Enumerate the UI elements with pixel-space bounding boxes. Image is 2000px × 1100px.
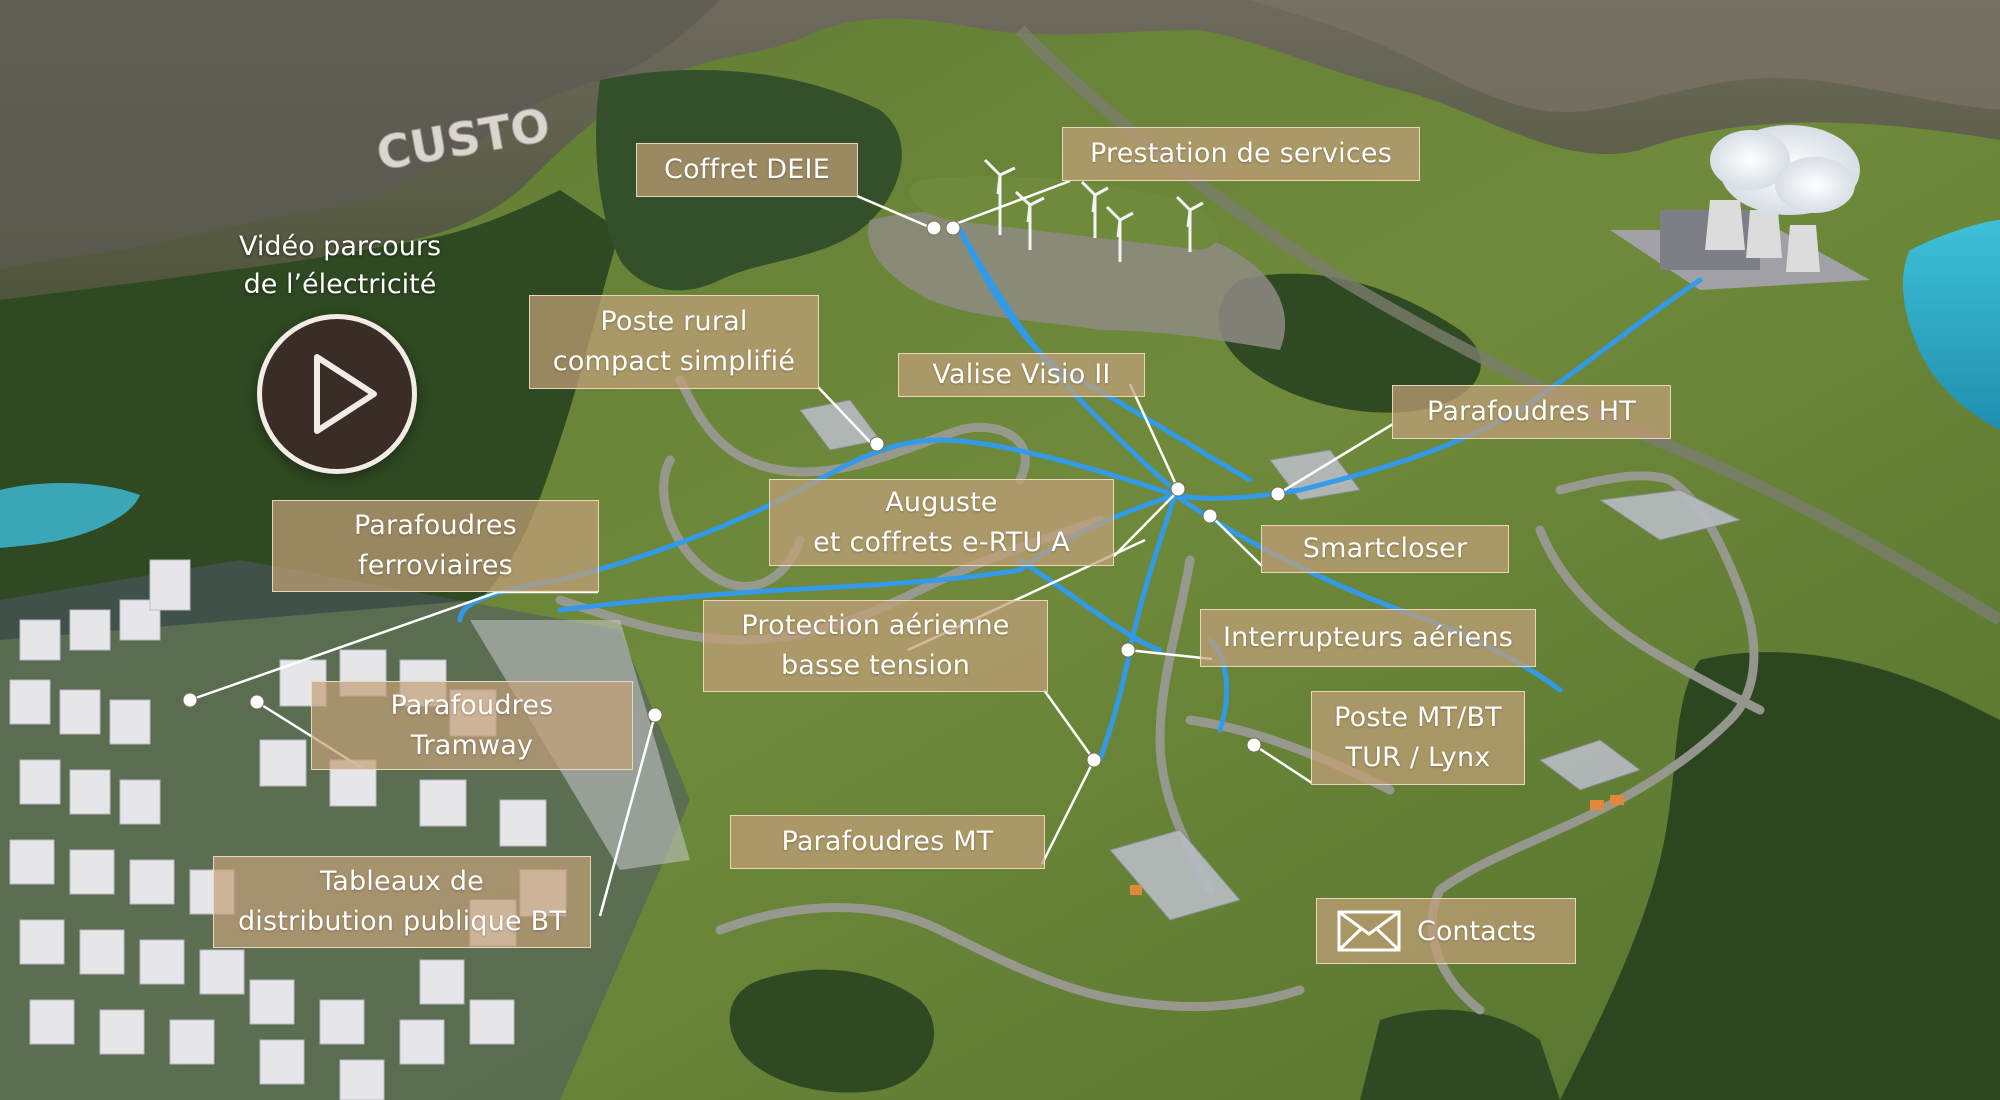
video-title: Vidéo parcours de l’électricité xyxy=(210,228,470,304)
play-icon xyxy=(314,354,377,434)
play-video-button[interactable] xyxy=(257,314,417,474)
label-protection-aerienne-bt[interactable]: Protection aérienne basse tension xyxy=(703,600,1048,692)
label-parafoudres-mt[interactable]: Parafoudres MT xyxy=(730,815,1045,869)
video-title-line2: de l’électricité xyxy=(243,269,437,300)
label-valise-visio[interactable]: Valise Visio II xyxy=(898,353,1145,397)
power-plant xyxy=(1610,125,1870,290)
label-tableaux-distribution-bt[interactable]: Tableaux de distribution publique BT xyxy=(213,856,591,948)
contacts-label: Contacts xyxy=(1417,915,1537,947)
label-parafoudres-tramway[interactable]: Parafoudres Tramway xyxy=(311,681,633,770)
label-interrupteurs-aeriens[interactable]: Interrupteurs aériens xyxy=(1200,609,1536,667)
label-prestation-de-services[interactable]: Prestation de services xyxy=(1062,127,1420,181)
wind-farm xyxy=(983,158,1204,262)
contacts-button[interactable]: Contacts xyxy=(1316,898,1576,964)
connector-dots xyxy=(182,220,1286,768)
envelope-icon xyxy=(1337,910,1401,952)
label-poste-mt-bt[interactable]: Poste MT/BT TUR / Lynx xyxy=(1311,691,1525,785)
video-title-line1: Vidéo parcours xyxy=(238,231,442,262)
label-auguste-e-rtu[interactable]: Auguste et coffrets e-RTU A xyxy=(769,479,1114,566)
label-smartcloser[interactable]: Smartcloser xyxy=(1261,525,1509,573)
city-district xyxy=(0,559,690,1100)
label-parafoudres-ht[interactable]: Parafoudres HT xyxy=(1392,385,1671,439)
label-poste-rural[interactable]: Poste rural compact simplifié xyxy=(529,295,819,389)
label-parafoudres-ferroviaires[interactable]: Parafoudres ferroviaires xyxy=(272,500,599,592)
label-coffret-deie[interactable]: Coffret DEIE xyxy=(636,143,858,197)
